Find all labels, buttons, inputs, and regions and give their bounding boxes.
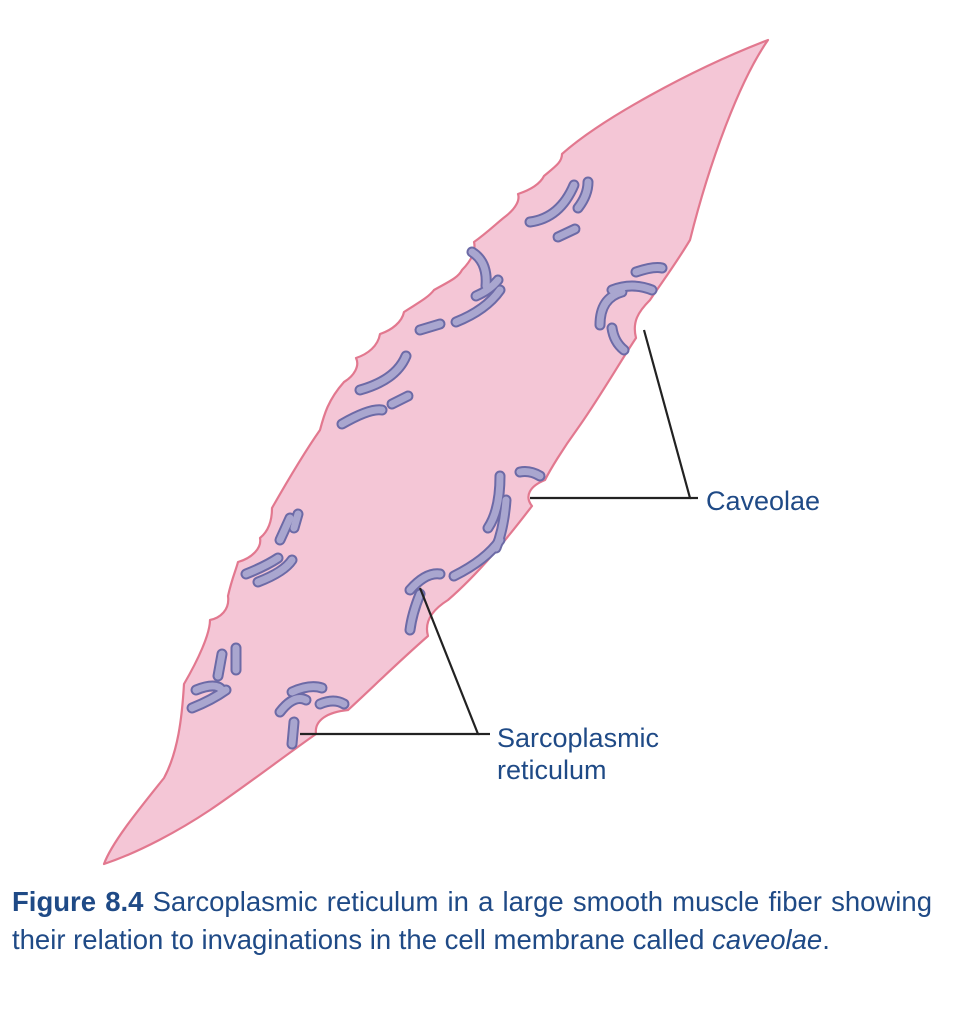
figure-caption: Figure 8.4 Sarcoplasmic reticulum in a l… xyxy=(12,883,932,959)
sarcoplasmic-reticulum-label-line1: Sarcoplasmic xyxy=(497,723,660,753)
caption-text: Sarcoplasmic reticulum in a large smooth… xyxy=(12,886,932,955)
smooth-muscle-fiber-diagram xyxy=(102,38,770,866)
sarcoplasmic-reticulum xyxy=(186,176,668,750)
caveolae-label: Caveolae xyxy=(706,485,820,517)
leader-lines xyxy=(300,329,698,736)
caption-end: . xyxy=(822,924,830,955)
caveolae-label-text: Caveolae xyxy=(706,486,821,516)
figure-number: Figure 8.4 xyxy=(12,886,144,917)
muscle-fiber-cell xyxy=(102,38,770,866)
caption-term: caveolae xyxy=(712,924,823,955)
sarcoplasmic-reticulum-label-line2: reticulum xyxy=(497,755,607,785)
sarcoplasmic-reticulum-label: Sarcoplasmic reticulum xyxy=(497,722,659,786)
